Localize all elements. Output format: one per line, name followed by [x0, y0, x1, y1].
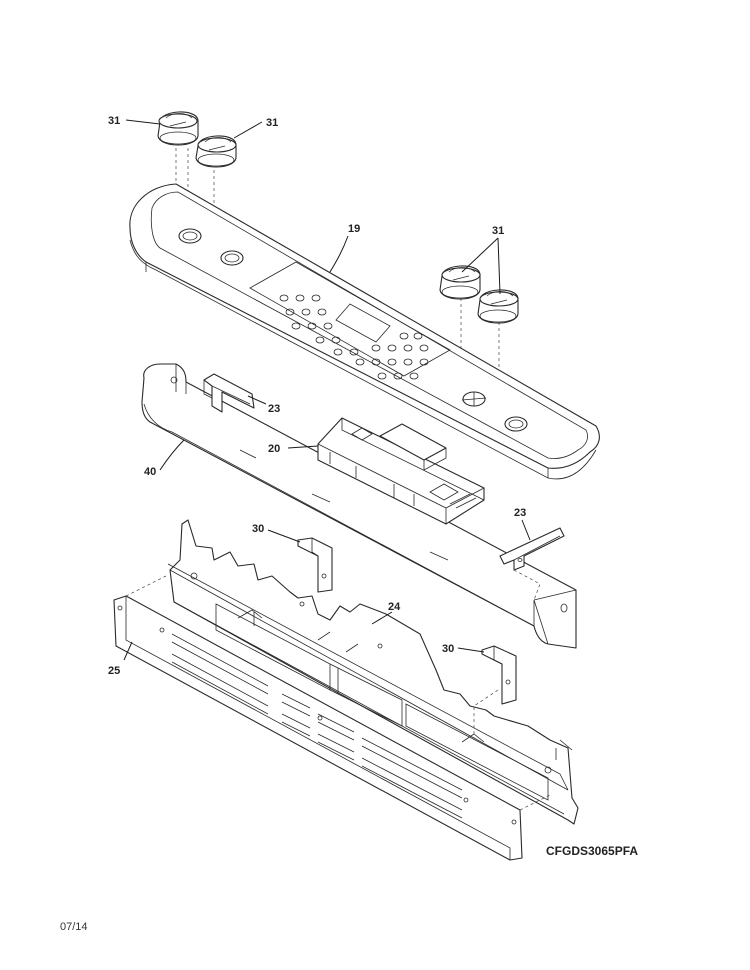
callout-30-mount-right: 30 [442, 643, 454, 655]
frame-part-24 [167, 519, 579, 825]
leader-line [159, 439, 185, 471]
knob-part-31-a [157, 111, 199, 146]
leader-line [371, 611, 393, 625]
leader-line [461, 237, 501, 295]
callout-40-trim: 40 [144, 466, 156, 478]
knob-part-31-b [195, 135, 237, 168]
leader-line [329, 235, 349, 273]
leader-line [123, 641, 133, 661]
callout-19-console: 19 [348, 223, 360, 235]
leader-line [267, 529, 301, 543]
bracket-part-23-left [203, 373, 255, 413]
model-code-label: CFGDS3065PFA [546, 844, 639, 858]
leader-line [521, 519, 531, 541]
leader-line [233, 121, 263, 139]
date-code-label: 07/14 [60, 921, 88, 933]
leader-line [457, 647, 485, 653]
callout-30-mount-left: 30 [252, 523, 264, 535]
leader-line [247, 395, 267, 405]
callout-25-vent-panel: 25 [108, 665, 120, 677]
knob-part-31-d [477, 289, 519, 324]
callout-20-control-board: 20 [268, 443, 280, 455]
callout-23-bracket-right: 23 [514, 507, 526, 519]
callout-31-knob-right: 31 [492, 225, 504, 237]
leader-line [287, 445, 319, 449]
callout-24-frame: 24 [388, 601, 401, 613]
leader-line [125, 119, 161, 125]
control-board-part-20 [317, 417, 485, 525]
callout-31-knob-left-1: 31 [108, 115, 120, 127]
callout-31-knob-left-2: 31 [266, 117, 278, 129]
callout-23-bracket-left: 23 [268, 403, 280, 415]
vent-panel-part-25 [113, 595, 523, 861]
knob-part-31-c [439, 265, 481, 300]
bracket-part-23-right [499, 527, 565, 571]
mount-bracket-part-30-left [297, 537, 333, 593]
console-panel-part-19 [129, 183, 600, 480]
trim-part-40 [141, 363, 577, 649]
mount-bracket-part-30-right [481, 645, 517, 705]
